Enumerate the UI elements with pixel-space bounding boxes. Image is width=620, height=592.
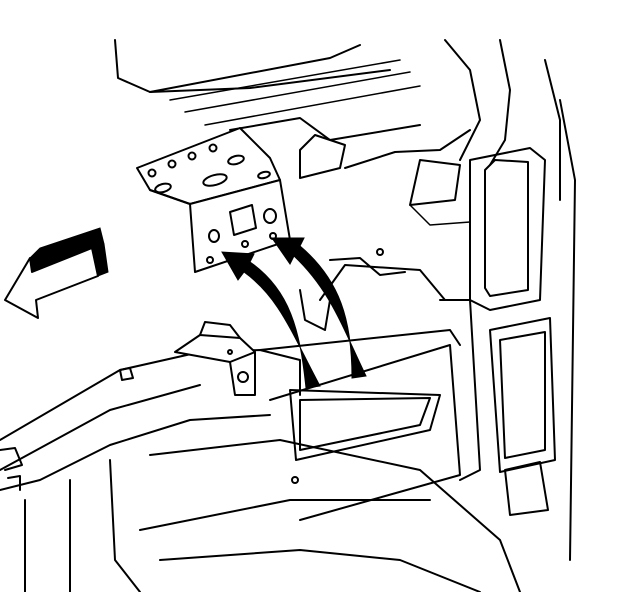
direction-arrow-icon: [4, 227, 109, 319]
upper-body-structure: [114, 39, 561, 256]
right-pillar-panel: [299, 99, 576, 561]
frame-small-bracket: [119, 321, 256, 396]
lower-frame-panel: [0, 329, 521, 592]
left-edge-details: [0, 447, 23, 491]
mounting-bracket: [136, 127, 291, 273]
install-arrow-icon: [221, 237, 367, 389]
